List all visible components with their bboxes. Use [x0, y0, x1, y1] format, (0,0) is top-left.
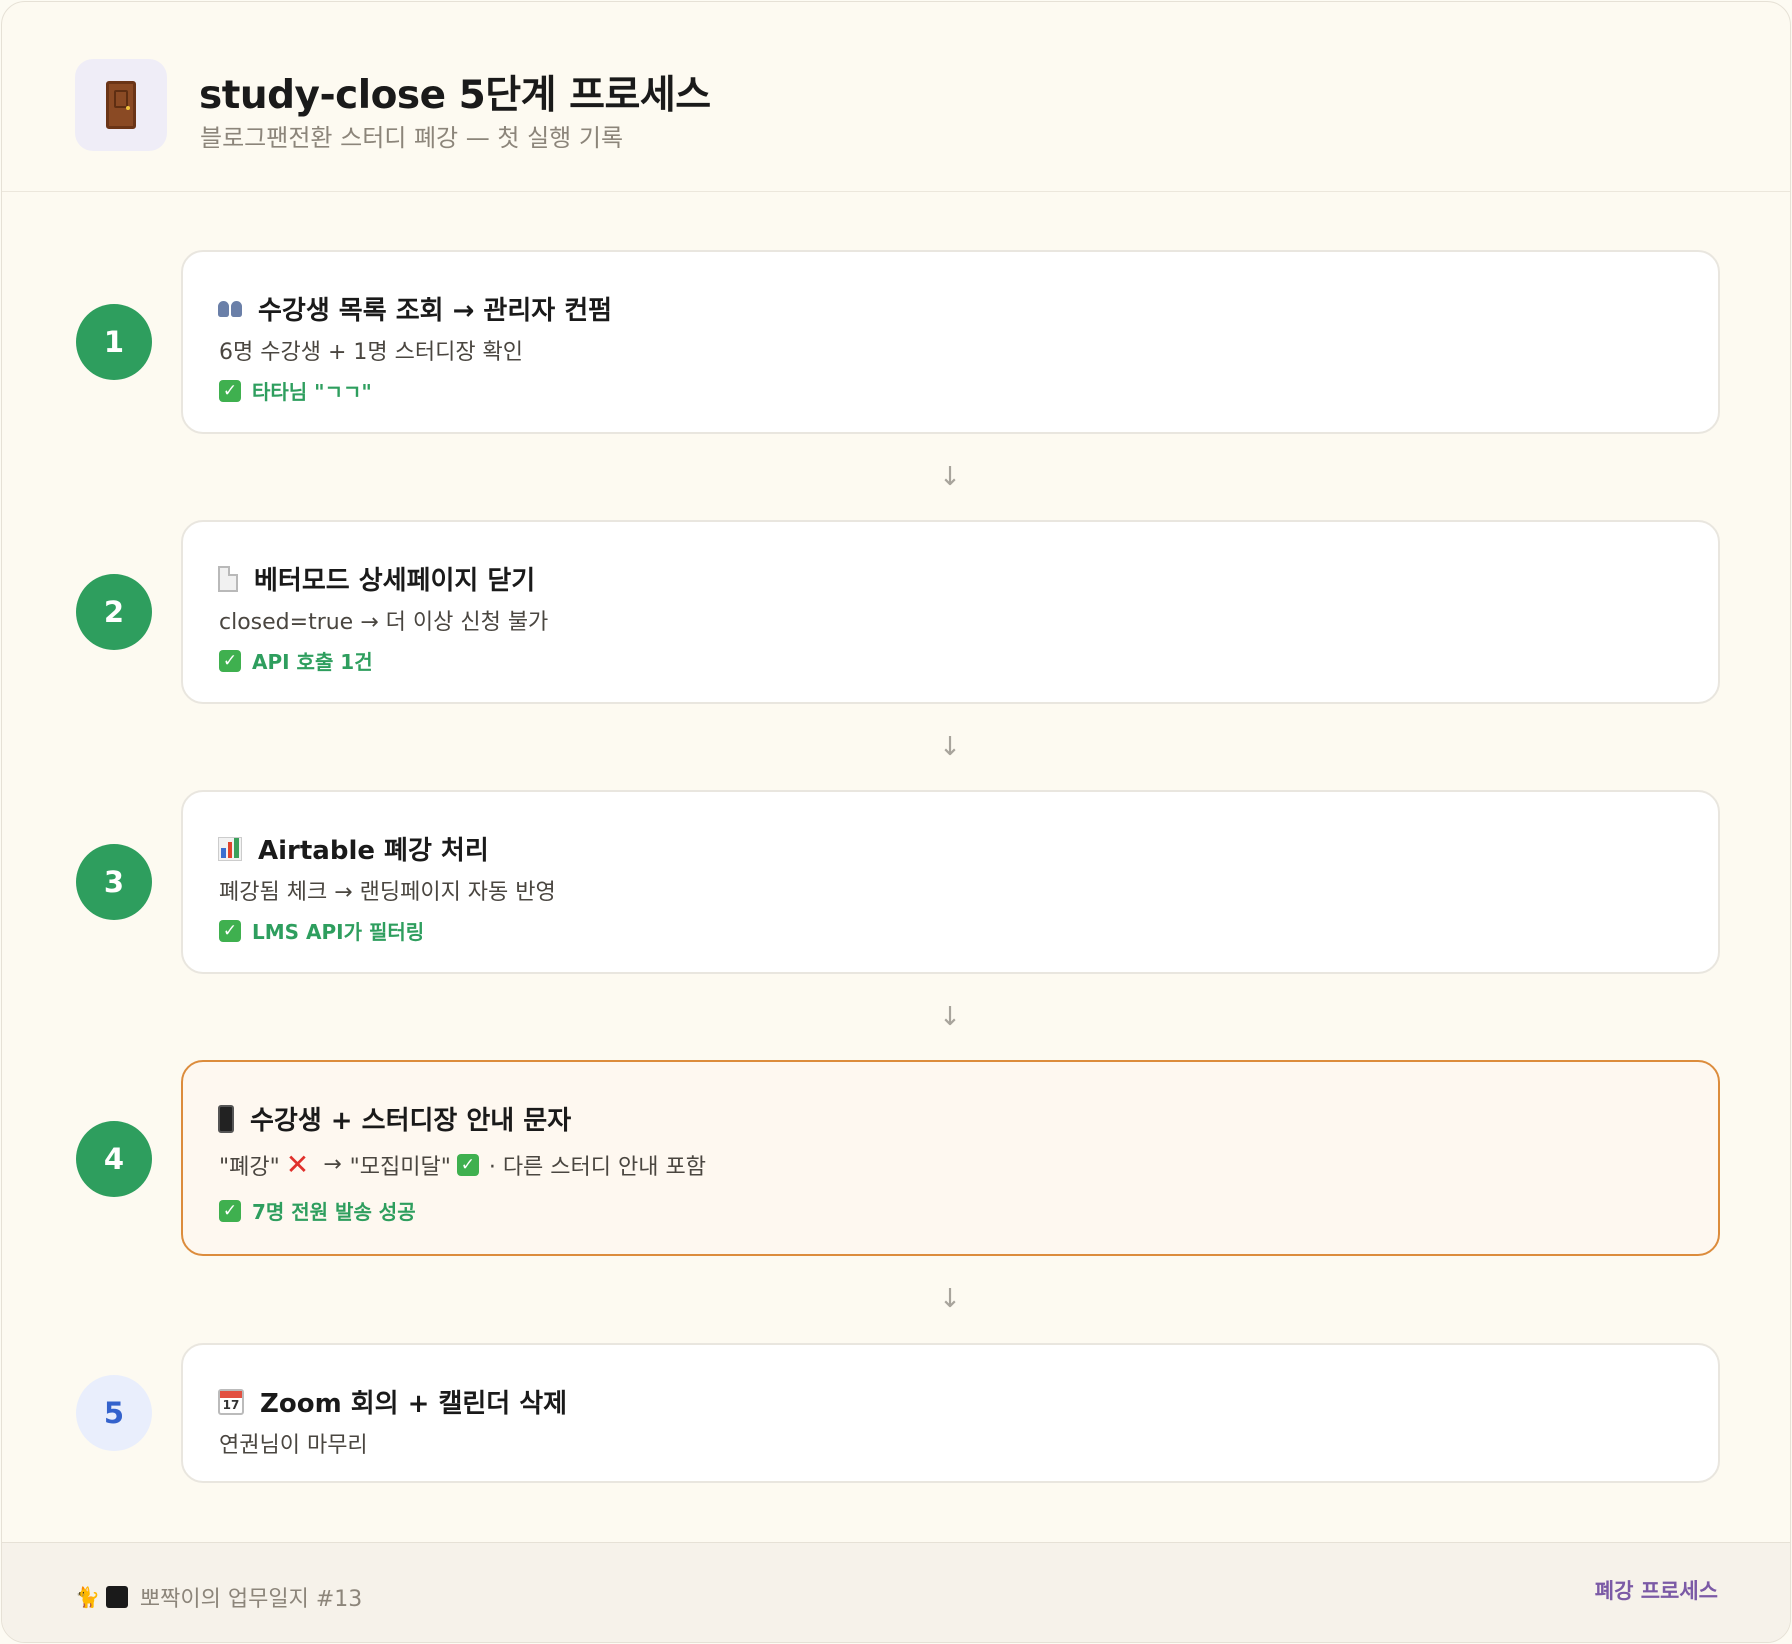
terminal-icon: [105, 1586, 128, 1608]
step-card-2: 베터모드 상세페이지 닫기 closed=true → 더 이상 신청 불가 ✓…: [181, 520, 1720, 704]
step-title-2: 베터모드 상세페이지 닫기: [218, 560, 535, 597]
footer-left-text: 뽀짝이의 업무일지 #13: [139, 1587, 363, 1612]
phone-icon: [218, 1104, 234, 1133]
step-title-text-1: 수강생 목록 조회 → 관리자 컨펌: [258, 296, 613, 326]
step-title-5: 17 Zoom 회의 + 캘린더 삭제: [218, 1383, 567, 1420]
page-title: study-close 5단계 프로세스: [199, 73, 711, 118]
old-wording: "폐강": [219, 1154, 280, 1180]
step-description-1: 6명 수강생 + 1명 스터디장 확인: [219, 340, 524, 365]
step-result-1: ✓ 타타님 "ㄱㄱ": [219, 376, 372, 405]
step-title-text-5: Zoom 회의 + 캘린더 삭제: [260, 1389, 568, 1419]
door-icon: [106, 81, 136, 129]
check-icon: ✓: [219, 649, 241, 672]
down-arrow-icon: ↓: [939, 1284, 961, 1314]
step-result-3: ✓ LMS API가 필터링: [219, 916, 424, 945]
step-result-text-3: LMS API가 필터링: [252, 920, 425, 944]
step-title-text-3: Airtable 폐강 처리: [258, 836, 489, 866]
page-icon: [218, 565, 238, 592]
page-subtitle: 블로그팬전환 스터디 폐강 — 첫 실행 기록: [200, 124, 624, 152]
cat-icon: 🐈: [75, 1585, 100, 1609]
description-rest: · 다른 스터디 안내 포함: [488, 1154, 706, 1180]
step-title-text-4: 수강생 + 스터디장 안내 문자: [250, 1106, 572, 1136]
bar-chart-icon: [218, 836, 242, 861]
step-result-2: ✓ API 호출 1건: [219, 646, 373, 675]
step-number-4: 4: [76, 1121, 152, 1197]
down-arrow-icon: ↓: [939, 732, 961, 762]
check-icon: ✓: [456, 1153, 479, 1176]
step-card-3: Airtable 폐강 처리 폐강됨 체크 → 랜딩페이지 자동 반영 ✓ LM…: [181, 790, 1720, 974]
check-icon: ✓: [219, 919, 241, 942]
step-title-1: 수강생 목록 조회 → 관리자 컨펌: [218, 290, 612, 327]
step-number-1: 1: [76, 304, 152, 380]
step-title-3: Airtable 폐강 처리: [218, 830, 489, 867]
step-title-4: 수강생 + 스터디장 안내 문자: [218, 1100, 571, 1137]
step-description-4: "폐강" ✕ → "모집미달" ✓ · 다른 스터디 안내 포함: [219, 1148, 706, 1181]
people-icon: [218, 300, 242, 317]
arrow-icon: →: [323, 1152, 342, 1177]
step-result-text-1: 타타님 "ㄱㄱ": [252, 380, 372, 404]
header: study-close 5단계 프로세스 블로그팬전환 스터디 폐강 — 첫 실…: [2, 2, 1790, 192]
step-card-1: 수강생 목록 조회 → 관리자 컨펌 6명 수강생 + 1명 스터디장 확인 ✓…: [181, 250, 1720, 434]
footer: 🐈 뽀짝이의 업무일지 #13 폐강 프로세스: [2, 1542, 1790, 1642]
step-number-5: 5: [76, 1375, 152, 1451]
step-description-5: 연권님이 마무리: [219, 1433, 368, 1458]
footer-tag: 폐강 프로세스: [1594, 1579, 1718, 1603]
step-card-5: 17 Zoom 회의 + 캘린더 삭제 연권님이 마무리: [181, 1343, 1720, 1483]
step-card-4: 수강생 + 스터디장 안내 문자 "폐강" ✕ → "모집미달" ✓ · 다른 …: [181, 1060, 1720, 1256]
header-icon-box: [75, 59, 167, 151]
footer-credit: 🐈 뽀짝이의 업무일지 #13: [75, 1581, 362, 1613]
step-result-text-2: API 호출 1건: [252, 650, 373, 674]
new-wording: "모집미달": [349, 1154, 451, 1180]
step-number-3: 3: [76, 844, 152, 920]
check-icon: ✓: [219, 379, 241, 402]
cross-icon: ✕: [285, 1148, 310, 1181]
calendar-icon: 17: [218, 1388, 244, 1415]
step-title-text-2: 베터모드 상세페이지 닫기: [254, 566, 536, 596]
step-description-3: 폐강됨 체크 → 랜딩페이지 자동 반영: [219, 880, 556, 905]
step-number-2: 2: [76, 574, 152, 650]
step-result-4: ✓ 7명 전원 발송 성공: [219, 1196, 416, 1225]
check-icon: ✓: [219, 1199, 241, 1222]
step-description-2: closed=true → 더 이상 신청 불가: [219, 610, 549, 635]
down-arrow-icon: ↓: [939, 462, 961, 492]
step-result-text-4: 7명 전원 발송 성공: [252, 1200, 416, 1224]
down-arrow-icon: ↓: [939, 1002, 961, 1032]
